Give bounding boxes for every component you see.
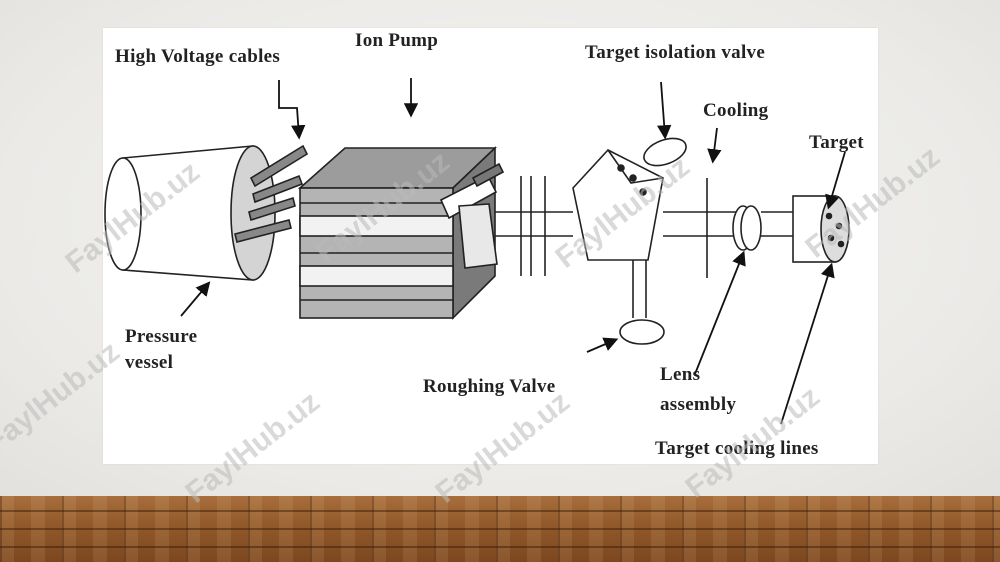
label-cooling: Cooling <box>703 100 769 121</box>
target <box>820 195 850 263</box>
pressure-vessel <box>104 145 276 281</box>
slide-image: High Voltage cables Ion Pump Target isol… <box>103 28 878 464</box>
ion-pump <box>297 146 505 320</box>
label-target-isolation-valve: Target isolation valve <box>585 42 766 63</box>
label-vessel: vessel <box>125 352 174 373</box>
arrow-cooling-lines <box>780 262 835 425</box>
arrow-cooling <box>707 127 722 164</box>
label-roughing-valve: Roughing Valve <box>423 376 556 397</box>
roughing-valve <box>619 319 665 345</box>
label-assembly: assembly <box>660 394 737 415</box>
valve-body <box>572 149 664 261</box>
label-target-cooling-lines: Target cooling lines <box>655 438 819 459</box>
arrow-high-voltage <box>278 80 306 140</box>
label-lens: Lens <box>660 364 701 385</box>
flanges-left <box>520 176 546 276</box>
arrow-pressure-vessel <box>180 281 211 317</box>
high-voltage-cables <box>234 144 309 243</box>
arrow-target <box>825 151 846 210</box>
wooden-floor <box>0 496 1000 562</box>
label-target: Target <box>809 132 864 153</box>
arrow-isolation-valve <box>657 81 672 140</box>
label-high-voltage-cables: High Voltage cables <box>115 46 281 67</box>
target-isolation-valve <box>643 137 687 167</box>
ion-source-diagram <box>104 78 850 425</box>
label-pressure: Pressure <box>125 326 198 347</box>
label-ion-pump: Ion Pump <box>355 30 439 51</box>
arrow-roughing-valve <box>586 337 619 353</box>
arrow-lens <box>694 250 746 375</box>
